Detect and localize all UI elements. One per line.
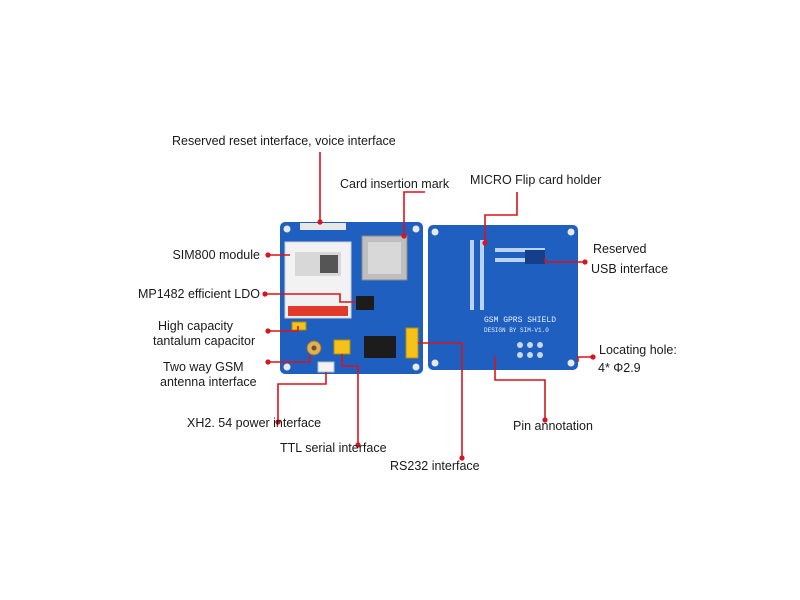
- front-hole-bl: [283, 363, 291, 371]
- label-rs232: RS232 interface: [390, 459, 480, 473]
- leader-capacitor: [268, 326, 299, 332]
- label-capacitor-line1: High capacity: [158, 319, 234, 333]
- label-reset-voice: Reserved reset interface, voice interfac…: [172, 134, 396, 148]
- dot-micro-holder: [482, 240, 488, 246]
- dot-power: [275, 419, 281, 425]
- back-hole-br: [567, 359, 575, 367]
- back-hole-tr: [567, 228, 575, 236]
- antenna-connector-core: [311, 345, 317, 351]
- dot-reset-voice: [317, 219, 323, 225]
- dot-card-mark: [401, 233, 407, 239]
- label-capacitor-line2: tantalum capacitor: [153, 334, 256, 348]
- back-pcb: [428, 225, 578, 370]
- leader-rs232: [418, 342, 463, 458]
- dot-pin: [542, 417, 548, 423]
- front-hole-tl: [283, 225, 291, 233]
- usb-footprint: [525, 250, 545, 264]
- back-board: GSM GPRS SHIELD DESIGN BY SIM-V1.0: [428, 225, 578, 370]
- silkscreen-line1: GSM GPRS SHIELD: [484, 316, 556, 325]
- leader-power: [277, 372, 327, 422]
- leader-micro-holder: [484, 192, 518, 243]
- sim800-red-strip: [288, 306, 348, 316]
- front-hole-tr: [412, 225, 420, 233]
- round-pad-6: [537, 352, 543, 358]
- label-power: XH2. 54 power interface: [187, 416, 322, 430]
- label-antenna-line1: Two way GSM: [163, 360, 244, 374]
- label-ttl: TTL serial interface: [280, 441, 387, 455]
- label-ldo: MP1482 efficient LDO: [137, 287, 260, 301]
- reset-voice-pads: [300, 223, 346, 230]
- leader-pin: [494, 356, 546, 420]
- front-hole-br: [412, 363, 420, 371]
- back-hole-bl: [431, 359, 439, 367]
- leader-antenna: [268, 355, 311, 363]
- rs232-jumper: [405, 327, 419, 359]
- label-usb-line2: USB interface: [591, 262, 669, 276]
- label-hole-line2: 4* Φ2.9: [598, 361, 641, 375]
- sim800-qr: [320, 255, 338, 273]
- back-hole-tl: [431, 228, 439, 236]
- back-pad-rows: [470, 240, 545, 310]
- silkscreen-line2: DESIGN BY SIM-V1.0: [484, 327, 549, 334]
- label-sim800: SIM800 module: [172, 248, 260, 262]
- leader-hole: [577, 356, 593, 362]
- ldo-chip: [356, 296, 374, 310]
- leader-dots: [262, 219, 596, 461]
- dot-capacitor: [265, 328, 271, 334]
- label-hole-line1: Locating hole:: [599, 343, 677, 357]
- pad-column-1: [470, 240, 474, 310]
- leader-ttl: [341, 354, 359, 445]
- label-card-mark: Card insertion mark: [340, 177, 450, 191]
- leader-card-mark: [403, 191, 425, 236]
- leader-lines: [265, 152, 593, 458]
- back-round-pads: [517, 342, 543, 358]
- dot-antenna: [265, 359, 271, 365]
- leader-ldo: [265, 293, 356, 303]
- dot-ttl: [355, 442, 361, 448]
- leader-usb: [544, 258, 585, 263]
- round-pad-4: [517, 352, 523, 358]
- dot-ldo: [262, 291, 268, 297]
- dot-usb: [582, 259, 588, 265]
- pad-row-2: [495, 258, 545, 262]
- round-pad-5: [527, 352, 533, 358]
- label-pin: Pin annotation: [513, 419, 593, 433]
- label-antenna-line2: antenna interface: [160, 375, 257, 389]
- round-pad-1: [517, 342, 523, 348]
- rs232-ic: [364, 336, 396, 358]
- power-connector: [317, 361, 335, 373]
- front-board: [280, 222, 423, 374]
- pad-row-1: [495, 248, 545, 252]
- micro-card-holder-inner: [368, 242, 401, 274]
- dot-sim800: [265, 252, 271, 258]
- dot-hole: [590, 354, 596, 360]
- tantalum-capacitor: [291, 321, 307, 331]
- dot-rs232: [459, 455, 465, 461]
- pad-column-2: [480, 240, 484, 310]
- round-pad-3: [537, 342, 543, 348]
- round-pad-2: [527, 342, 533, 348]
- label-usb-line1: Reserved: [593, 242, 647, 256]
- ttl-jumper: [333, 339, 351, 355]
- label-micro-holder: MICRO Flip card holder: [470, 173, 602, 187]
